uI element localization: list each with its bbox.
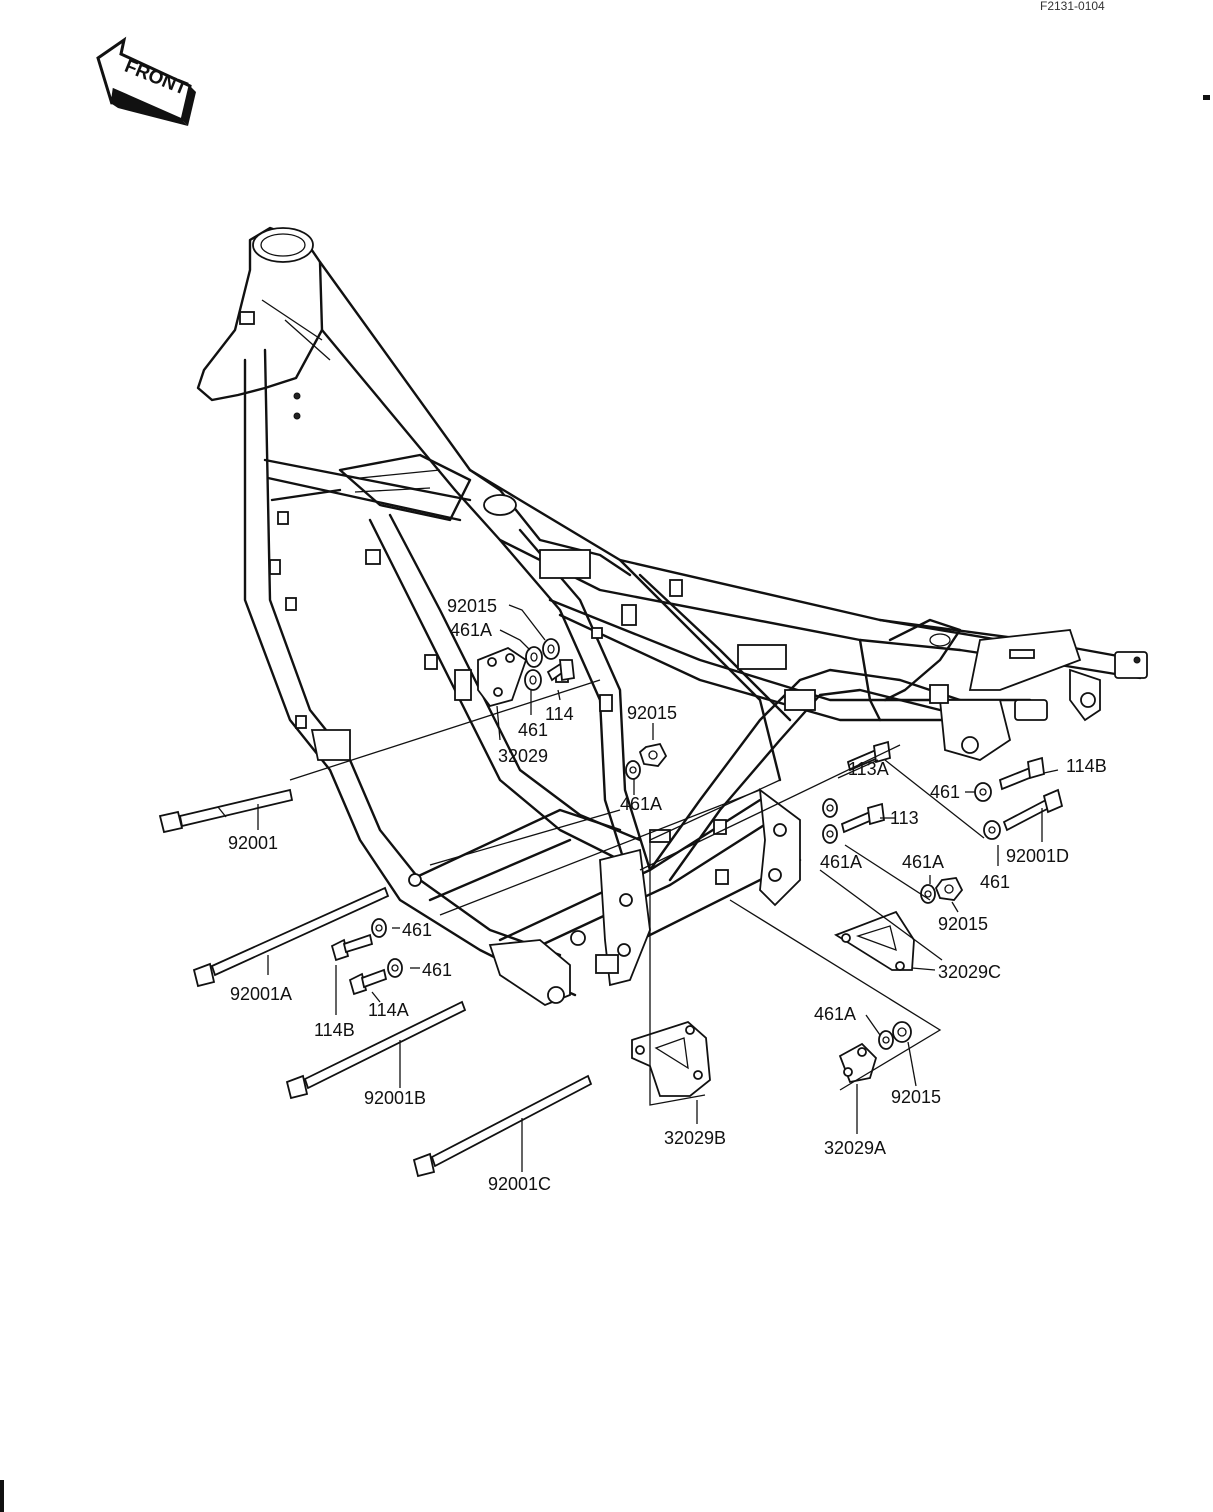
edge-mark — [0, 1480, 4, 1512]
steering-head — [196, 226, 331, 420]
washer-461-icon — [524, 669, 542, 691]
drawing-code: F2131-0104 — [1040, 0, 1105, 13]
nut-92015-icon — [892, 1021, 912, 1043]
callout-461: 461 — [930, 782, 960, 802]
nut-92015-icon — [638, 742, 668, 767]
motorcycle-frame — [196, 226, 1148, 1007]
callout-92001d: 92001D — [1006, 846, 1069, 866]
callout-113a: 113A — [848, 759, 889, 779]
callout-114b: 114B — [314, 1020, 355, 1040]
washer-461a-icon — [920, 884, 936, 904]
callout-92001b: 92001B — [364, 1088, 426, 1108]
washer-461a-icon — [822, 824, 838, 844]
washer-461a-icon — [525, 646, 543, 668]
front-arrow-icon: FRONT — [96, 36, 196, 126]
callout-92015: 92015 — [627, 703, 677, 723]
callout-461: 461 — [980, 872, 1010, 892]
callout-92001c: 92001C — [488, 1174, 551, 1194]
callout-461a: 461A — [820, 852, 862, 872]
callout-32029b: 32029B — [664, 1128, 726, 1148]
mount-plate-32029a — [838, 1042, 878, 1084]
callout-461: 461 — [518, 720, 548, 740]
edge-mark — [1203, 95, 1210, 100]
callout-461a: 461A — [620, 794, 662, 814]
bolt-92001a-icon — [192, 886, 390, 988]
callout-461: 461 — [402, 920, 432, 940]
washer-461-icon — [983, 820, 1001, 840]
washer-461a-icon — [625, 760, 641, 780]
bolt-92001c-icon — [412, 1074, 593, 1178]
washer-461-icon — [371, 918, 387, 938]
washer-461a-icon — [878, 1030, 894, 1050]
bolt-113a-icon — [846, 740, 891, 772]
callout-32029: 32029 — [498, 746, 548, 766]
callout-92015: 92015 — [938, 914, 988, 934]
washer-461-icon — [387, 958, 403, 978]
callout-113: 113 — [890, 808, 919, 828]
washer-461a-icon — [822, 798, 838, 818]
leader-lines — [257, 604, 1059, 1172]
callout-461a: 461A — [902, 852, 944, 872]
bolt-114b-icon — [330, 933, 374, 962]
bolt-114-icon — [546, 659, 575, 682]
bolt-114b-icon — [998, 756, 1045, 791]
nut-92015-icon — [542, 638, 560, 660]
washer-461-icon — [974, 782, 992, 802]
callout-92001a: 92001A — [230, 984, 292, 1004]
callout-114b: 114B — [1066, 756, 1107, 776]
mount-plate-32029 — [477, 646, 528, 708]
bolt-114a-icon — [348, 968, 388, 996]
callout-114a: 114A — [368, 1000, 409, 1020]
callout-92015: 92015 — [447, 596, 497, 616]
mount-plate-32029c — [833, 910, 915, 971]
callout-32029a: 32029A — [824, 1138, 886, 1158]
callout-461a: 461A — [450, 620, 492, 640]
callout-114: 114 — [545, 704, 574, 724]
mount-plate-32029b — [631, 1020, 711, 1097]
callout-461: 461 — [422, 960, 452, 980]
bolt-92001-icon — [158, 788, 294, 834]
callout-461a: 461A — [814, 1004, 856, 1024]
bolt-113-icon — [840, 802, 885, 834]
bolt-92001b-icon — [285, 1000, 467, 1100]
nut-92015-icon — [934, 877, 964, 901]
callout-92015: 92015 — [891, 1087, 941, 1107]
callout-32029c: 32029C — [938, 962, 1001, 982]
callout-92001: 92001 — [228, 833, 278, 853]
bolt-92001d-icon — [1002, 788, 1064, 832]
callout-labels: 92015 461A 114 461 32029 92015 461A 9200… — [228, 596, 1107, 1194]
